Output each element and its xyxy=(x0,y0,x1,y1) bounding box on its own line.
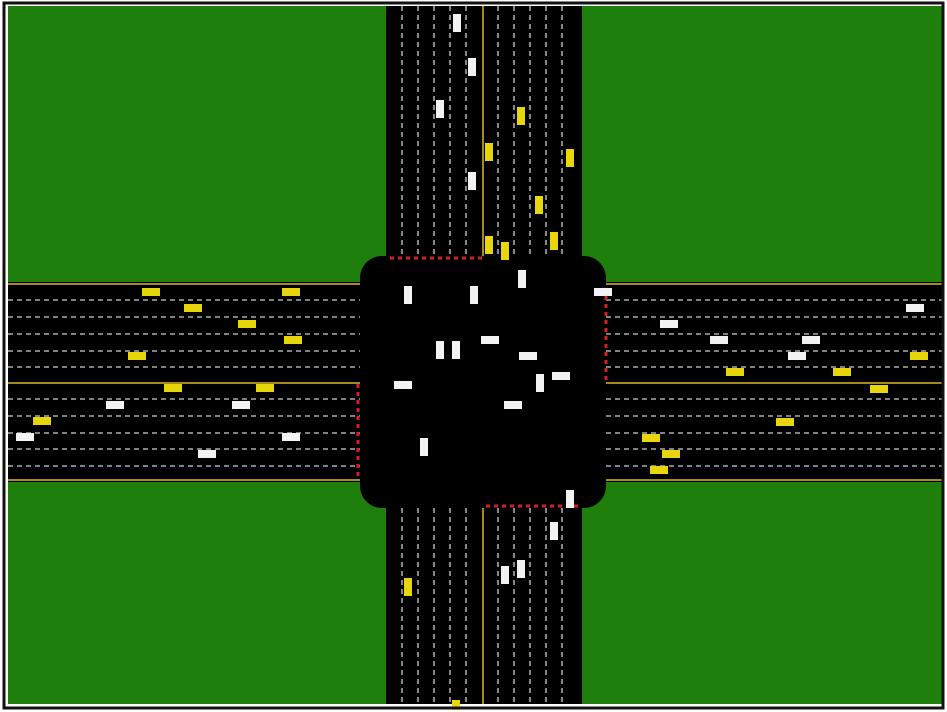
vehicle-white xyxy=(470,286,478,304)
vehicle-white xyxy=(552,372,570,380)
grass-bottom-right xyxy=(582,482,942,704)
vehicle-white xyxy=(436,100,444,118)
vehicle-white xyxy=(468,58,476,76)
vehicle-white xyxy=(517,560,525,578)
vehicle-yellow xyxy=(550,232,558,250)
vehicle-yellow xyxy=(282,288,300,296)
vehicle-yellow xyxy=(662,450,680,458)
vehicle-white xyxy=(536,374,544,392)
vehicle-yellow xyxy=(485,143,493,161)
vehicle-yellow xyxy=(910,352,928,360)
vehicle-yellow xyxy=(535,196,543,214)
vehicle-white xyxy=(710,336,728,344)
vehicle-white xyxy=(504,401,522,409)
vehicle-white xyxy=(802,336,820,344)
vehicle-yellow xyxy=(284,336,302,344)
vehicle-white xyxy=(282,433,300,441)
vehicle-white xyxy=(16,433,34,441)
vehicle-white xyxy=(394,381,412,389)
vehicle-yellow xyxy=(404,578,412,596)
vehicle-yellow xyxy=(726,368,744,376)
vehicle-white xyxy=(566,490,574,508)
vehicle-white xyxy=(501,566,509,584)
vehicle-white xyxy=(404,286,412,304)
vehicle-yellow xyxy=(485,236,493,254)
vehicle-white xyxy=(481,336,499,344)
vehicle-white xyxy=(452,341,460,359)
vehicle-yellow xyxy=(184,304,202,312)
vehicle-yellow xyxy=(164,384,182,392)
vehicle-white xyxy=(788,352,806,360)
vehicle-white xyxy=(906,304,924,312)
vehicle-yellow xyxy=(501,242,509,260)
vehicle-yellow xyxy=(517,107,525,125)
vehicle-yellow xyxy=(238,320,256,328)
vehicle-yellow xyxy=(870,385,888,393)
vehicle-white xyxy=(518,270,526,288)
vehicle-white xyxy=(468,172,476,190)
vehicle-yellow xyxy=(128,352,146,360)
vehicle-white xyxy=(453,14,461,32)
vehicle-yellow xyxy=(650,466,668,474)
vehicle-white xyxy=(660,320,678,328)
vehicle-white xyxy=(594,288,612,296)
vehicle-yellow xyxy=(256,384,274,392)
vehicle-white xyxy=(436,341,444,359)
grass-bottom-left xyxy=(8,482,386,704)
vehicle-white xyxy=(550,522,558,540)
grass-top-left xyxy=(8,6,386,282)
vehicle-yellow xyxy=(142,288,160,296)
vehicle-yellow xyxy=(566,149,574,167)
vehicle-white xyxy=(519,352,537,360)
vehicle-yellow xyxy=(33,417,51,425)
vehicle-yellow xyxy=(776,418,794,426)
vehicle-white xyxy=(232,401,250,409)
grass-top-right xyxy=(582,6,942,282)
vehicle-yellow xyxy=(642,434,660,442)
vehicle-white xyxy=(420,438,428,456)
vehicle-white xyxy=(198,450,216,458)
vehicle-yellow xyxy=(833,368,851,376)
vehicle-white xyxy=(106,401,124,409)
